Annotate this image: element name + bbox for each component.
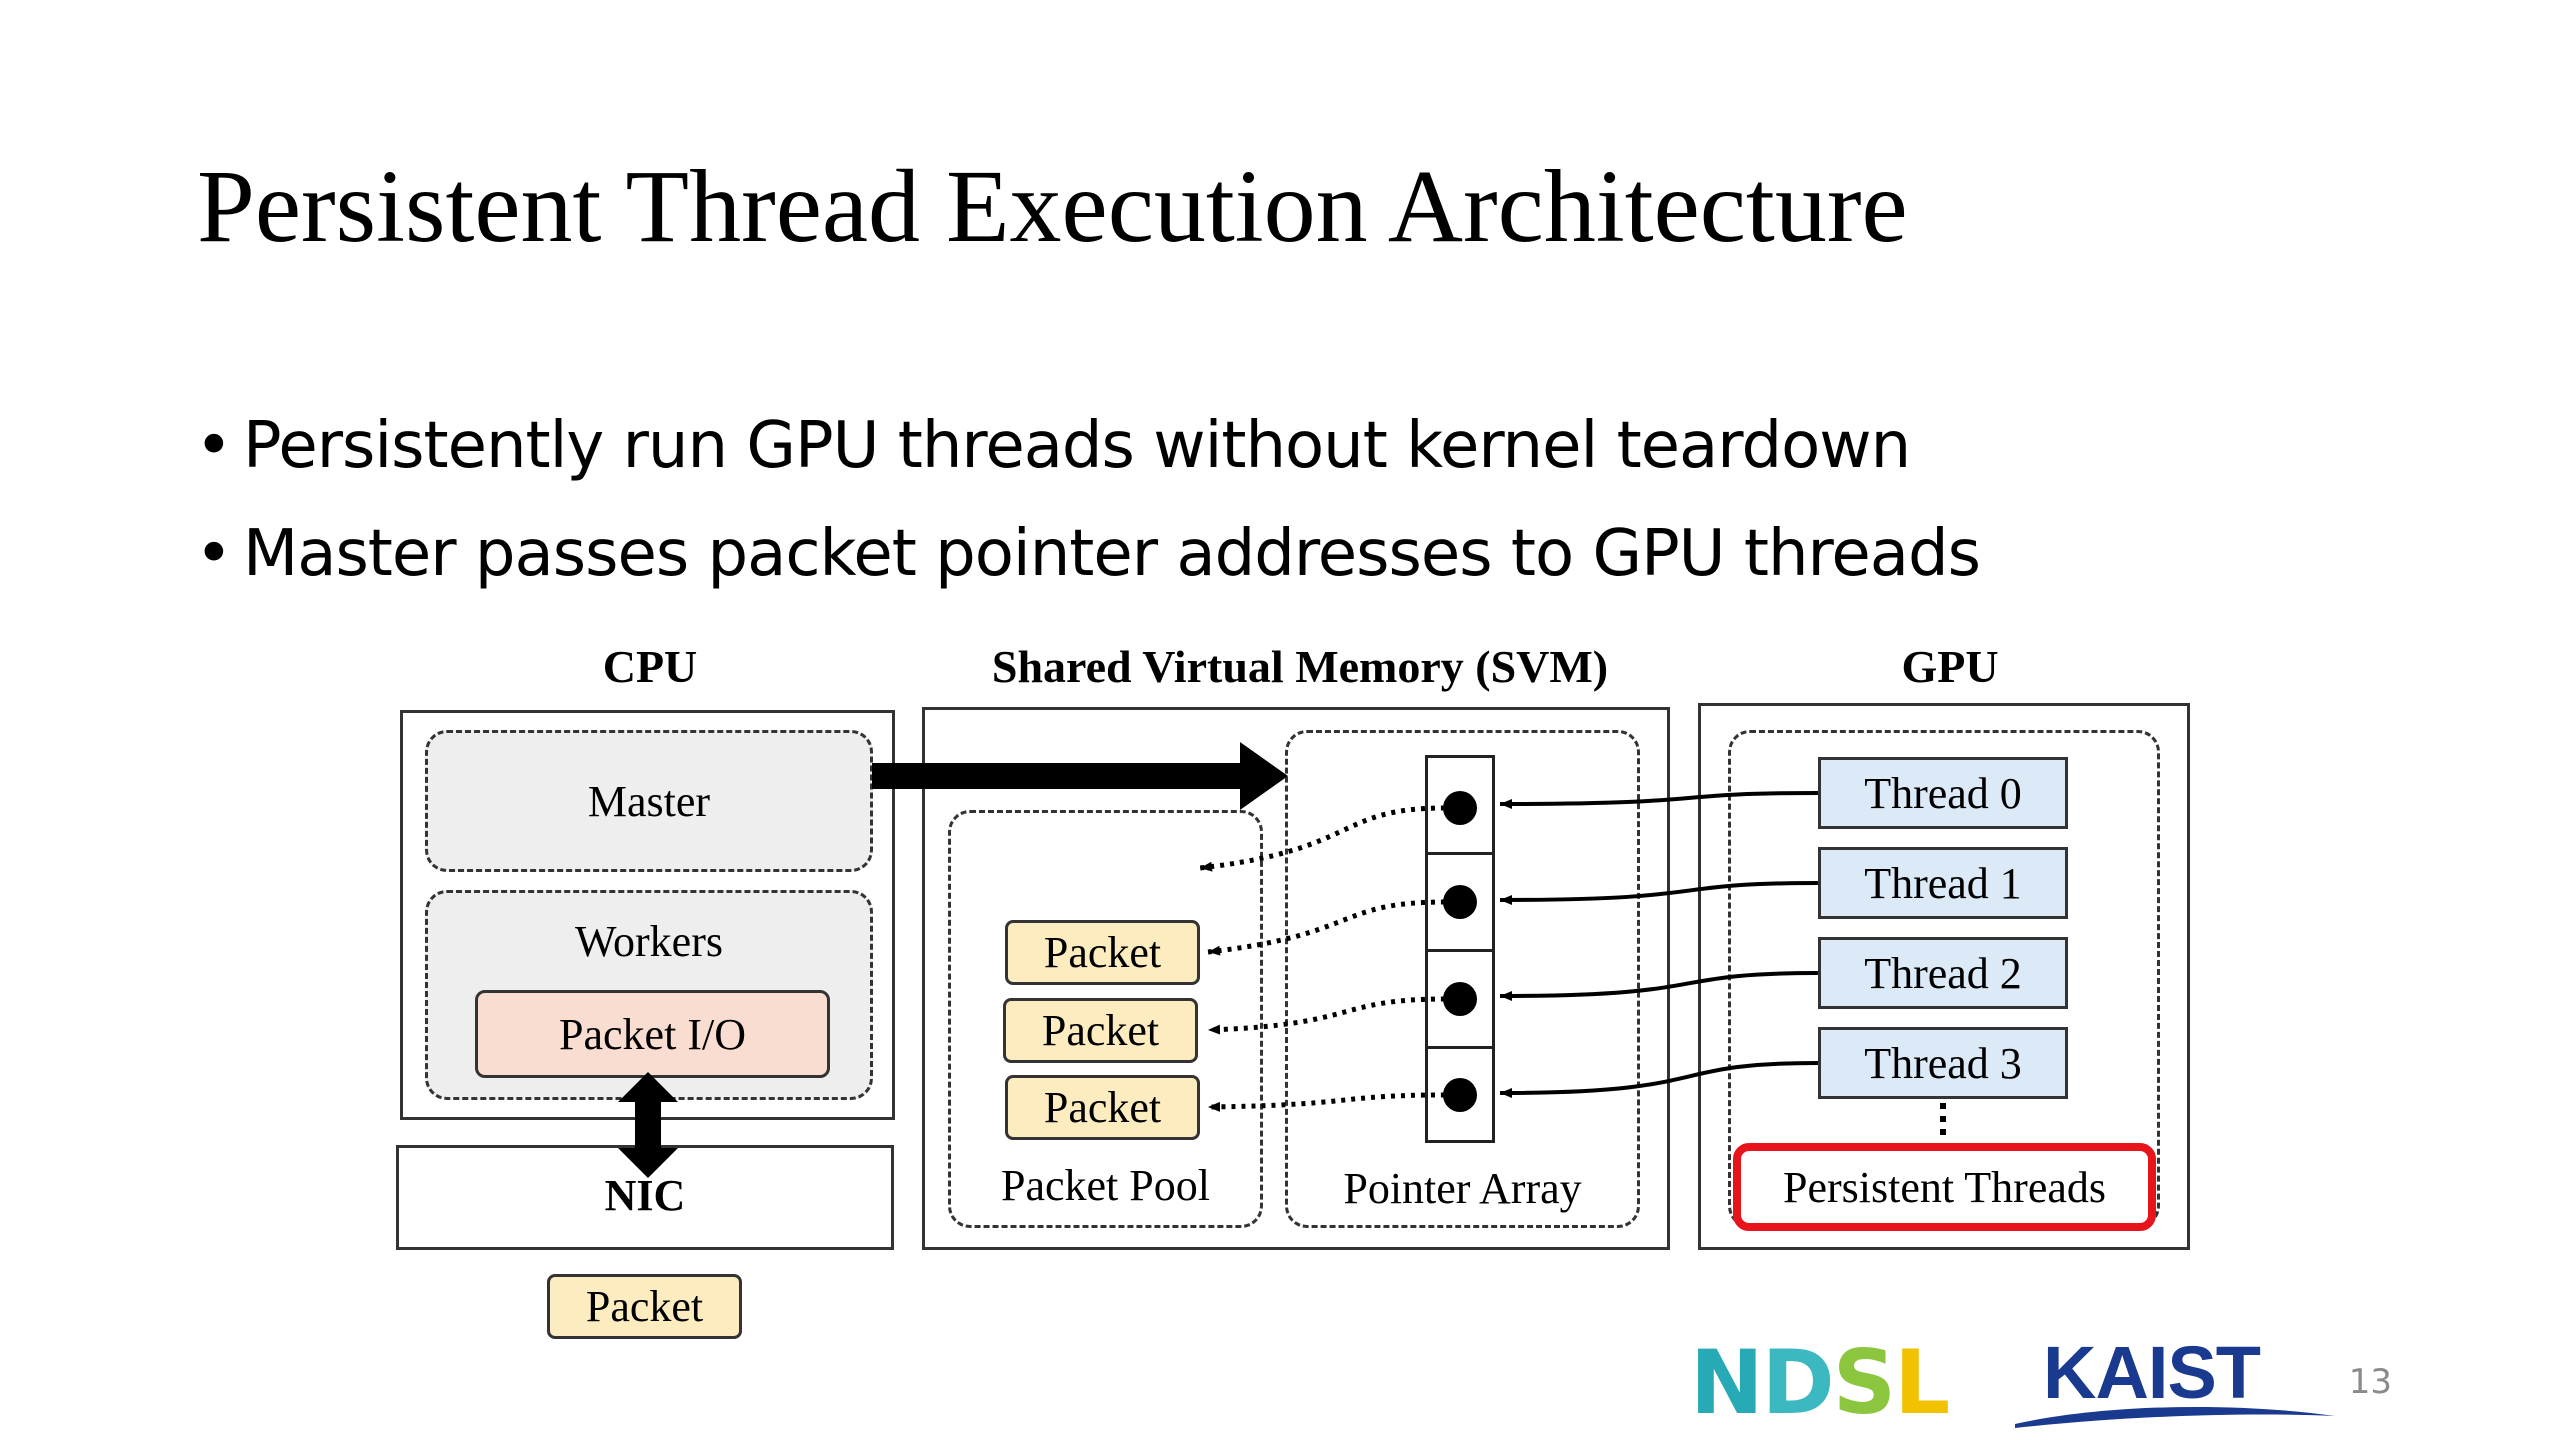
packet-pool-label: Packet Pool	[1001, 1161, 1210, 1210]
gpu-thread: Thread 2	[1818, 937, 2068, 1009]
svm-packet: Packet	[1005, 920, 1200, 985]
master-label: Master	[587, 777, 711, 826]
pointer-dot	[1443, 885, 1477, 919]
kaist-logo: KAIST	[2015, 1332, 2335, 1428]
incoming-packet: Packet	[547, 1274, 742, 1339]
ndsl-logo: NDSL	[1690, 1335, 1950, 1425]
svg-text:KAIST: KAIST	[2043, 1332, 2261, 1414]
bullet-dot-icon: •	[195, 409, 233, 483]
pointer-dot	[1443, 982, 1477, 1016]
packet-pool-group	[948, 810, 1263, 1228]
pointer-dot	[1443, 791, 1477, 825]
bullet-item: •Persistently run GPU threads without ke…	[195, 392, 1980, 500]
gpu-thread: Thread 1	[1818, 847, 2068, 919]
bullet-dot-icon: •	[195, 517, 233, 591]
bullet-list: •Persistently run GPU threads without ke…	[195, 392, 1981, 608]
gpu-thread: Thread 3	[1818, 1027, 2068, 1099]
svm-packet: Packet	[1003, 998, 1198, 1063]
pointer-to-packet-arrows	[1199, 805, 1446, 1112]
page-number: 13	[2348, 1362, 2392, 1402]
gpu-thread: Thread 0	[1818, 757, 2068, 829]
workers-label: Workers	[575, 917, 723, 966]
cpu-label: CPU	[602, 641, 698, 692]
slide-title: Persistent Thread Execution Architecture	[197, 149, 1908, 264]
svm-packet: Packet	[1005, 1075, 1200, 1140]
master-group	[425, 730, 873, 872]
bullet-item: •Master passes packet pointer addresses …	[195, 500, 1981, 608]
pointer-array-group	[1285, 730, 1640, 1228]
thread-to-pointer-arrows	[1499, 791, 1819, 1098]
nic-io-double-arrow	[618, 1072, 678, 1178]
master-to-pointer-arrow	[872, 742, 1288, 810]
persistent-threads-highlight: Persistent Threads	[1733, 1143, 2156, 1231]
svm-label: Shared Virtual Memory (SVM)	[991, 641, 1609, 692]
nic-label: NIC	[604, 1171, 686, 1220]
pointer-array-label: Pointer Array	[1343, 1164, 1582, 1213]
svg-text:NDSL: NDSL	[1690, 1335, 1948, 1425]
pointer-dot	[1443, 1078, 1477, 1112]
gpu-label: GPU	[1901, 641, 1999, 692]
